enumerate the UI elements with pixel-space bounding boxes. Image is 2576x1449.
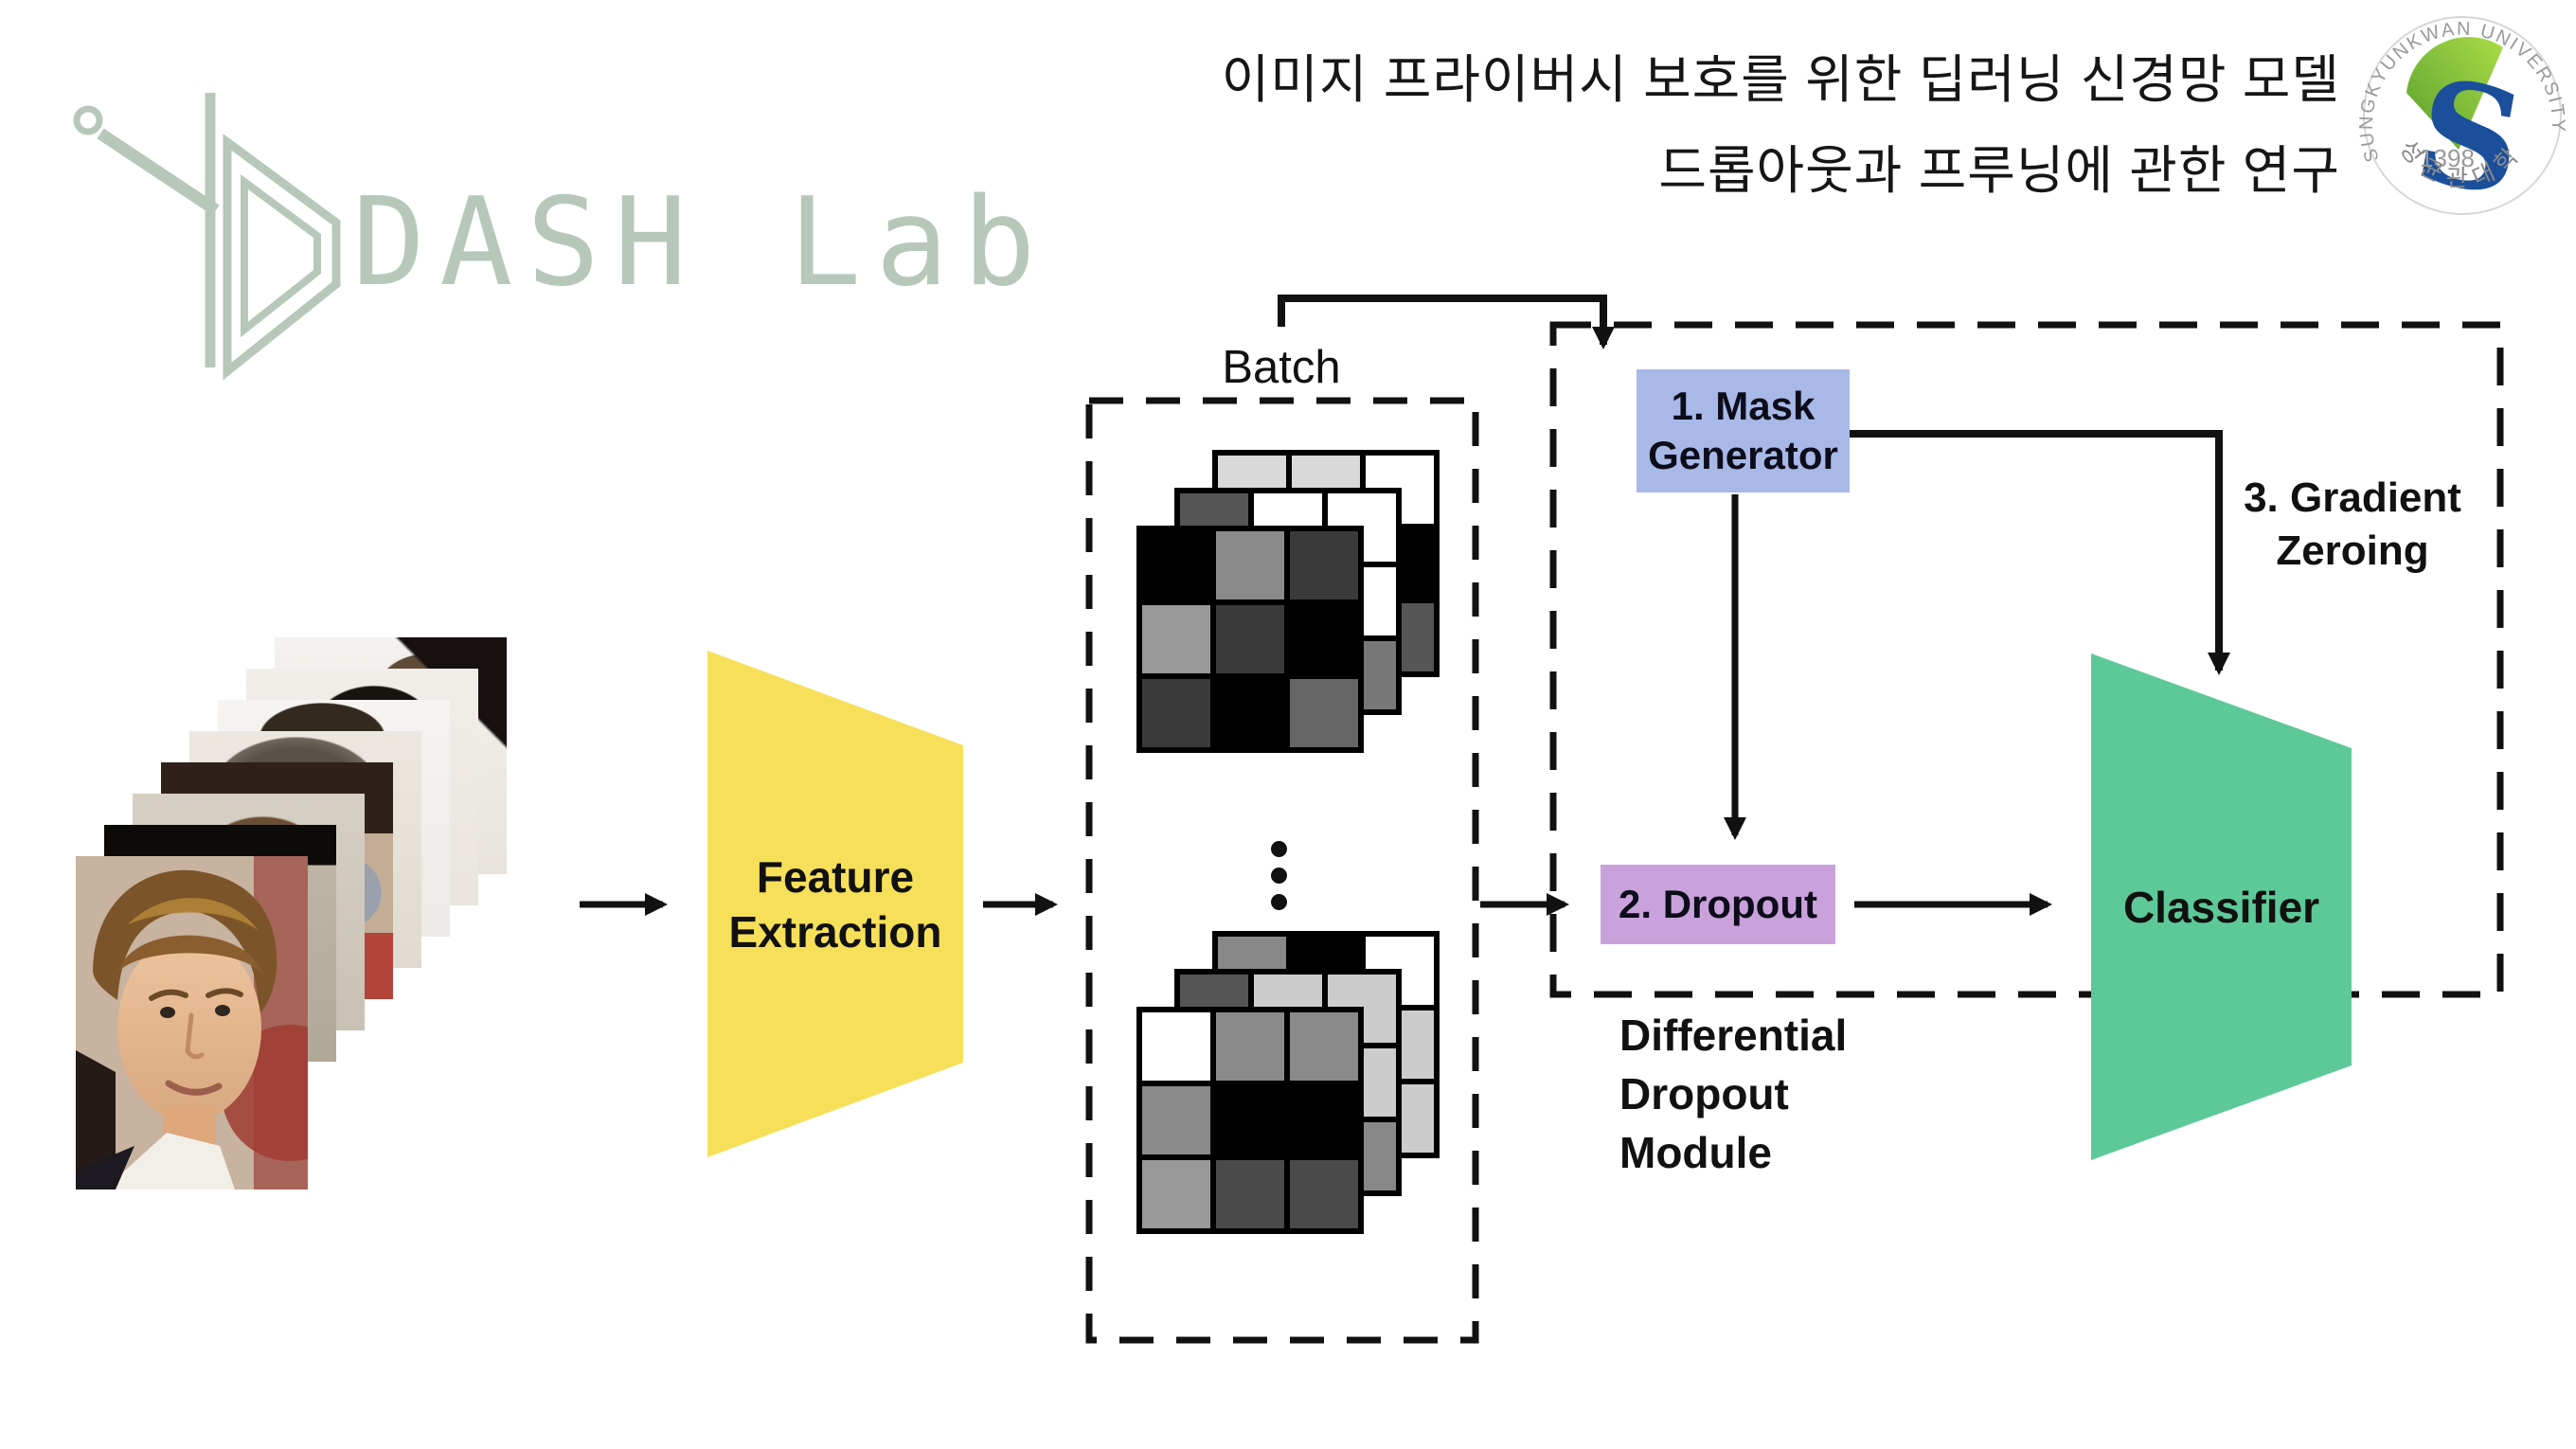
- slide-title: 이미지 프라이버시 보호를 위한 딥러닝 신경망 모델 드롭아웃과 프루닝에 관…: [1222, 34, 2340, 216]
- feature-map-grid: [1136, 526, 1364, 753]
- feature-map-cell: [1290, 679, 1358, 747]
- feature-extraction-label-line1: Feature: [756, 851, 915, 902]
- mask-generator-node: 1. Mask Generator: [1637, 369, 1850, 492]
- seal-year: 1398: [2420, 144, 2475, 172]
- arrow-gradient-zeroing-to-classifier: [1850, 430, 2230, 675]
- feature-map-cell: [1142, 1012, 1210, 1081]
- differential-dropout-module-dashed-box: [1549, 321, 2504, 998]
- module-label-line2: Dropout: [1619, 1069, 1789, 1118]
- feature-map-cell: [1290, 531, 1358, 599]
- batch-ellipsis-dot: [1271, 894, 1287, 910]
- feature-map-cell: [1142, 1086, 1210, 1154]
- feature-map-cell: [1216, 605, 1284, 673]
- dash-logo-d-outer-icon: [223, 134, 341, 381]
- feature-map-cell: [1142, 1160, 1210, 1228]
- dropout-node: 2. Dropout: [1601, 865, 1835, 944]
- gradient-zeroing-label-line2: Zeroing: [2276, 528, 2429, 574]
- classifier-label-text: Classifier: [2122, 882, 2320, 932]
- module-label-line1: Differential: [1619, 1011, 1848, 1060]
- differential-dropout-module-label: Differential Dropout Module: [1619, 1006, 1847, 1182]
- feature-map-cell: [1290, 1012, 1358, 1081]
- feature-map-cell: [1290, 1160, 1358, 1228]
- gradient-zeroing-label-line1: 3. Gradient: [2244, 474, 2461, 521]
- clear-face-photo: [76, 856, 358, 1190]
- arrow-batch-to-mask-generator: [1278, 295, 1615, 349]
- dash-lab-wordmark: DASH Lab: [352, 172, 1050, 313]
- feature-map-cell: [1216, 679, 1284, 747]
- feature-map-cell: [1216, 1086, 1284, 1154]
- slide-title-line2: 드롭아웃과 프루닝에 관한 연구: [1658, 141, 2340, 200]
- feature-map-cell: [1142, 531, 1210, 599]
- dash-logo-slash-icon: [97, 128, 220, 216]
- mask-generator-label-line1: 1. Mask: [1671, 384, 1816, 428]
- slide-title-line1: 이미지 프라이버시 보호를 위한 딥러닝 신경망 모델: [1221, 50, 2340, 109]
- feature-extraction-label-line2: Extraction: [728, 906, 942, 957]
- batch-ellipsis-dot: [1271, 868, 1287, 884]
- batch-label: Batch: [1222, 342, 1341, 393]
- mask-generator-label-line2: Generator: [1648, 433, 1838, 477]
- dash-logo-ring-icon: [73, 105, 103, 135]
- feature-map-cell: [1216, 1012, 1284, 1081]
- classifier-label: Classifier: [2091, 653, 2352, 1160]
- feature-map-cell: [1290, 1086, 1358, 1154]
- feature-map-cell: [1216, 1160, 1284, 1228]
- gradient-zeroing-label: 3. Gradient Zeroing: [2226, 472, 2479, 578]
- classifier-shape: [2091, 653, 2352, 1160]
- ginkgo-leaf-icon: [2406, 37, 2503, 150]
- dropout-label: 2. Dropout: [1619, 882, 1817, 926]
- feature-map-grid: [1136, 1007, 1364, 1234]
- feature-map-cell: [1142, 679, 1210, 747]
- feature-map-cell: [1290, 605, 1358, 673]
- dash-lab-logo: DASH Lab: [73, 93, 1050, 381]
- batch-ellipsis-dot: [1271, 841, 1287, 857]
- feature-map-cell: [1216, 531, 1284, 599]
- face-image: [76, 856, 358, 1190]
- module-label-line3: Module: [1619, 1128, 1772, 1177]
- feature-extraction-shape: [707, 651, 963, 1157]
- batch-dashed-box: [1085, 397, 1479, 1344]
- feature-map-cell: [1142, 605, 1210, 673]
- dash-logo-d-inner-icon: [241, 174, 321, 338]
- feature-extraction-label: Feature Extraction: [707, 651, 963, 1157]
